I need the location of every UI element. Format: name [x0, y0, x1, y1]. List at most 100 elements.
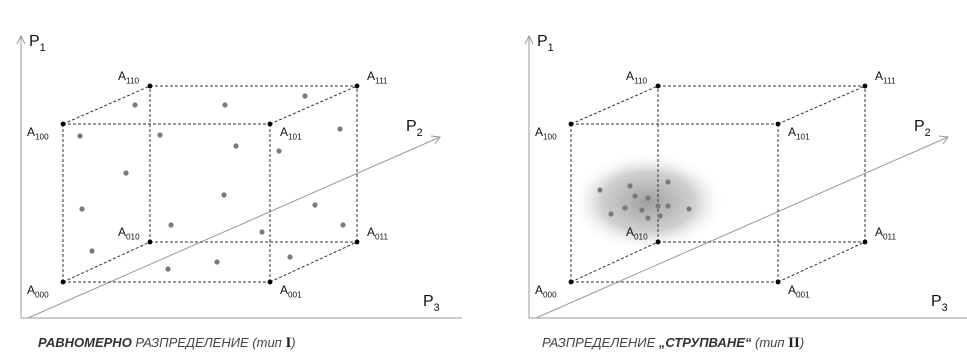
sample-point: [165, 266, 171, 272]
vertex-a001: [267, 279, 273, 285]
axis-label-p3: P3: [931, 293, 948, 314]
axis-p2-arrow: [938, 135, 949, 145]
axis-p1-arrow: [524, 34, 534, 45]
sample-point: [627, 183, 633, 189]
sample-point: [639, 207, 645, 213]
vertex-label-a111-main: A: [875, 69, 883, 83]
sample-point: [337, 126, 343, 132]
cube-edge: [62, 85, 151, 125]
vertex-label-a001: A001: [280, 283, 302, 300]
vertex-label-a000-main: A: [535, 283, 543, 297]
sample-point: [686, 206, 692, 212]
vertex-label-a011-main: A: [367, 225, 375, 239]
caption-rest: (тип: [751, 335, 788, 350]
vertex-label-a101: A101: [280, 125, 302, 142]
vertex-label-a001: A001: [788, 283, 810, 300]
axis-label-p1: P1: [537, 33, 554, 54]
axis-label-p3-sub: 3: [942, 302, 948, 314]
sample-point: [655, 203, 661, 209]
sample-point: [340, 222, 346, 228]
sample-point: [157, 132, 163, 138]
caption: РАЗПРЕДЕЛЕНИЕ „СТРУПВАНЕ“ (тип II): [542, 335, 804, 351]
vertex-a100: [60, 121, 66, 127]
cube-edge: [62, 241, 151, 283]
vertex-label-a000-sub: 000: [35, 291, 49, 300]
sample-point: [77, 133, 83, 139]
vertex-a000: [568, 279, 574, 285]
caption-bold: „СТРУПВАНЕ“: [658, 335, 752, 350]
sample-point: [233, 143, 239, 149]
vertex-label-a011-main: A: [875, 225, 883, 239]
sample-point: [645, 195, 651, 201]
axis-label-p1: P1: [29, 33, 46, 54]
axis-label-p2-main: P: [406, 118, 417, 135]
vertex-label-a000: A000: [27, 283, 49, 300]
vertex-label-a001-sub: 001: [796, 291, 810, 300]
vertex-label-a010-sub: 010: [634, 233, 648, 242]
sample-point: [665, 179, 671, 185]
sample-point: [123, 170, 129, 176]
vertex-label-a100-main: A: [535, 125, 543, 139]
sample-point: [168, 222, 174, 228]
sample-point: [221, 192, 227, 198]
vertex-a101: [775, 121, 781, 127]
vertex-label-a100-sub: 100: [543, 133, 557, 142]
sample-point: [645, 215, 651, 221]
axis-label-p3-main: P: [423, 293, 434, 310]
vertex-label-a010: A010: [626, 225, 648, 242]
sample-point: [657, 213, 663, 219]
sample-point: [665, 203, 671, 209]
vertex-a110: [655, 83, 661, 89]
vertex-a011: [354, 239, 360, 245]
sample-point: [214, 259, 220, 265]
vertex-a100: [568, 121, 574, 127]
vertex-a110: [147, 83, 153, 89]
cube-edge: [570, 241, 659, 283]
sample-point: [276, 148, 282, 154]
vertex-label-a010-sub: 010: [126, 233, 140, 242]
vertex-a001: [775, 279, 781, 285]
caption-rest: РАЗПРЕДЕЛЕНИЕ (тип: [132, 335, 286, 350]
vertex-label-a000-main: A: [27, 283, 35, 297]
sample-point: [597, 187, 603, 193]
vertex-label-a110: A110: [118, 69, 139, 86]
vertex-label-a101: A101: [788, 125, 810, 142]
vertex-a010: [147, 239, 153, 245]
caption-close: ): [798, 335, 804, 350]
vertex-label-a011-sub: 011: [375, 233, 388, 242]
vertex-label-a111: A111: [875, 69, 896, 86]
vertex-label-a111-sub: 111: [375, 77, 388, 86]
vertex-a111: [862, 83, 868, 89]
caption-pre: РАЗПРЕДЕЛЕНИЕ: [542, 335, 659, 350]
axis-label-p2-sub: 2: [925, 127, 931, 139]
axis-label-p2: P2: [914, 118, 931, 139]
vertex-a011: [862, 239, 868, 245]
vertex-label-a100-main: A: [27, 125, 35, 139]
cube-edge: [269, 241, 358, 283]
vertex-label-a001-sub: 001: [288, 291, 302, 300]
axis-p2-line: [535, 136, 949, 319]
sample-point: [608, 211, 614, 217]
axis-p2-line: [27, 136, 441, 319]
vertex-label-a101-main: A: [788, 125, 796, 139]
sample-point: [79, 206, 85, 212]
axis-label-p1-main: P: [29, 33, 40, 50]
axis-p1-arrow: [16, 34, 26, 45]
caption-type-numeral: I: [285, 335, 291, 351]
sample-point: [302, 93, 308, 99]
vertex-label-a100: A100: [27, 125, 49, 142]
sample-point: [287, 254, 293, 260]
vertex-label-a101-main: A: [280, 125, 288, 139]
sample-point: [132, 102, 138, 108]
sample-point: [89, 248, 95, 254]
vertex-label-a110-sub: 110: [126, 77, 139, 86]
sample-point: [632, 193, 638, 199]
axis-p2-arrow: [430, 135, 441, 145]
vertex-label-a110-main: A: [118, 69, 126, 83]
axis-label-p2-sub: 2: [417, 127, 423, 139]
axis-label-p1-main: P: [537, 33, 548, 50]
vertex-a101: [267, 121, 273, 127]
vertex-label-a110: A110: [626, 69, 647, 86]
